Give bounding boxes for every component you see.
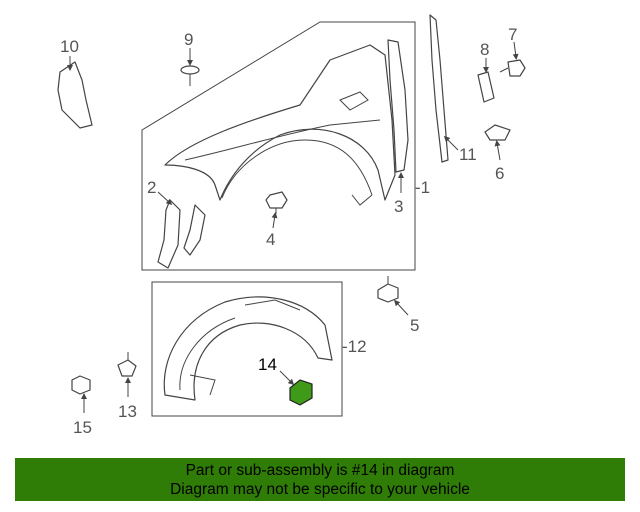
bolt-part-13 [117,352,137,377]
banner-line-2: Diagram may not be specific to your vehi… [170,480,470,498]
info-banner: Part or sub-assembly is #14 in diagram D… [15,458,625,501]
nut-part-15 [71,375,91,395]
callout-11: 11 [459,145,477,164]
banner-line-1: Part or sub-assembly is #14 in diagram [185,461,455,479]
callout-3: 3 [394,197,403,216]
parts-diagram: -1 2 3 4 5 6 7 8 9 10 11 -12 13 14 15 [57,14,526,437]
callout-10: 10 [60,37,79,56]
callout-8: 8 [480,40,489,59]
bolt-part-4 [265,191,288,214]
shield-part-10 [57,61,93,129]
clip-part-9 [180,65,200,86]
callout-13: 13 [118,402,137,421]
fender-assembly-frame [141,21,416,271]
clip-part-6 [484,124,511,141]
callout-12: -12 [342,337,367,356]
highlighted-clip-part-14 [289,379,313,406]
callout-6: 6 [495,164,504,183]
callout-1: -1 [415,178,430,197]
callout-5: 5 [410,316,419,335]
pad-part-8 [477,71,495,103]
callout-14: 14 [258,355,277,374]
liner-assembly-frame [151,281,343,417]
seal-part-11 [429,14,449,163]
wheelhouse-liner-part-12 [163,296,333,401]
callout-15: 15 [73,418,92,437]
fender-bracket-part-2 [157,199,206,269]
bolt-part-5 [377,276,399,303]
fender-strip-part-3 [387,39,409,173]
callout-9: 9 [184,30,193,49]
callout-2: 2 [147,178,156,197]
fender-panel [164,44,396,206]
callout-7: 7 [508,25,517,44]
callout-4: 4 [266,230,275,249]
screw-part-7 [499,59,526,77]
